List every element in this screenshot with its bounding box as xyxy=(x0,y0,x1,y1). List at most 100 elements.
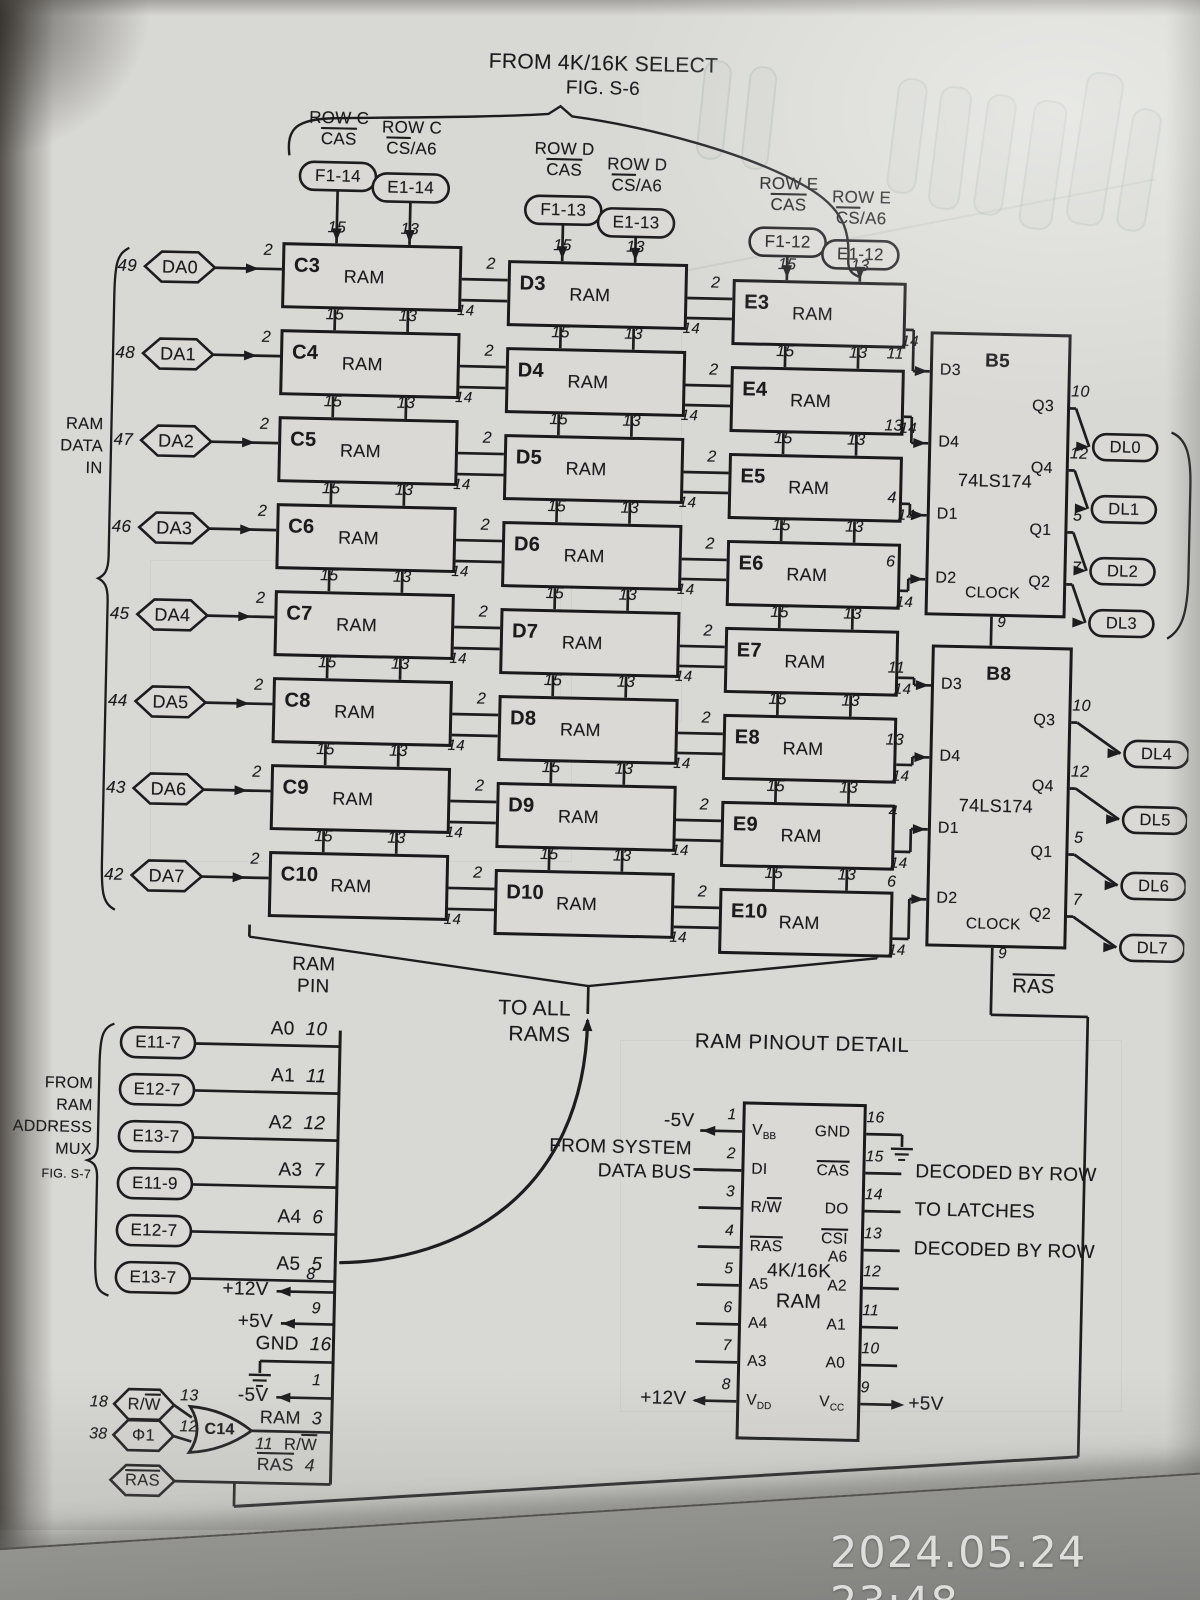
connector-pin-number: 42 xyxy=(103,864,124,884)
wire-pin-number: 13 xyxy=(848,344,868,362)
wire-pin-number: 15 xyxy=(317,654,337,672)
wire-pin-number: 4 xyxy=(887,489,897,507)
wire-pin-number: 2 xyxy=(261,328,272,346)
select-tag-F1-12: F1-12 xyxy=(764,231,811,252)
wire-pin-number: 15 xyxy=(773,429,793,448)
wire-pin-number: 12 xyxy=(1069,445,1089,463)
wire-pin-number: 15 xyxy=(549,411,569,429)
wire-pin-number: 2 xyxy=(705,535,715,553)
wire-pin-number: 14 xyxy=(897,506,916,525)
pinout-pin-number: 11 xyxy=(862,1302,880,1320)
text-part: A2 xyxy=(268,1112,293,1134)
wire-pin-number: 13 xyxy=(885,731,905,749)
pinout-pin-number: 16 xyxy=(866,1109,885,1127)
ram-chip-id: D9 xyxy=(508,794,535,817)
text-part: A0 xyxy=(270,1018,295,1040)
wire-pin-number: 14 xyxy=(676,580,695,599)
dl-output-tag-DL7: DL7 xyxy=(1136,938,1169,958)
text-part: 7 xyxy=(313,1160,325,1182)
wire-pin-number: 13 xyxy=(614,760,634,778)
latch-output-label: Q4 xyxy=(1030,459,1053,478)
pinout-pin-number: 13 xyxy=(863,1225,883,1243)
ram-chip-id: D10 xyxy=(506,881,545,905)
ras-input-tag: RAS xyxy=(110,1465,175,1496)
ram-chip-id: C4 xyxy=(291,341,319,364)
pinout-pin-label: VCC xyxy=(758,1392,844,1414)
pinout-pin-number: 12 xyxy=(863,1263,882,1281)
text-part: 11 xyxy=(255,1434,274,1454)
wire-pin-number: 14 xyxy=(443,910,462,929)
wire-pin-number: 14 xyxy=(888,941,906,959)
wire-pin-number: 13 xyxy=(845,518,864,536)
latch-input-label: D1 xyxy=(937,819,960,838)
wire-pin-number: 6 xyxy=(885,553,896,571)
wire-pin-number: 1 xyxy=(311,1372,322,1390)
ram-chip-type: RAM xyxy=(784,651,826,673)
ram-pin-bus-title: PIN xyxy=(296,975,330,998)
data-input-tag-DA6: DA6 xyxy=(150,778,187,800)
wire-pin-number: 15 xyxy=(770,603,789,622)
wire-pin-number: 13 xyxy=(390,655,410,674)
ram-chip-id: E3 xyxy=(744,291,770,314)
wire-pin-number: 9 xyxy=(311,1300,322,1318)
dl-output-tag-DL2: DL2 xyxy=(1106,562,1139,581)
wire-pin-number: 15 xyxy=(314,828,333,846)
wire-pin-number: 14 xyxy=(889,854,908,872)
text-part: CAS xyxy=(816,1162,850,1180)
wire-pin-number: 6 xyxy=(886,873,897,891)
camera-timestamp: 2024.05.24 23:48 xyxy=(830,1528,1087,1600)
dl-output-tag-DL6: DL6 xyxy=(1137,877,1170,896)
wire-pin-number: 2 xyxy=(710,274,721,292)
address-tag-E12-7-4: E12-7 xyxy=(130,1220,178,1241)
text-part: 6 xyxy=(312,1207,324,1229)
select-tag-F1-13: F1-13 xyxy=(540,199,587,220)
select-row-label: ROW D xyxy=(607,154,668,175)
wire-pin-number: 14 xyxy=(678,493,697,512)
text-part: DO xyxy=(824,1200,849,1218)
select-tag-F1-14: F1-14 xyxy=(314,165,362,186)
wire-pin-number: 14 xyxy=(682,319,701,338)
wire-pin-number: 14 xyxy=(453,475,471,494)
data-input-tag-DA0: DA0 xyxy=(161,256,199,278)
text-part: 10 xyxy=(305,1018,328,1041)
dl-output-tag-DL4: DL4 xyxy=(1140,745,1173,764)
wire-pin-number: 15 xyxy=(319,567,339,585)
latch-input-label: D1 xyxy=(936,505,958,523)
ram-chip-type: RAM xyxy=(339,440,382,462)
text-part: V xyxy=(746,1391,758,1409)
latch-output-label: Q1 xyxy=(1030,843,1053,862)
text-part: 11 xyxy=(305,1065,327,1088)
address-tag-E12-7-1: E12-7 xyxy=(133,1079,181,1100)
pinout-decoded-row-label: DECODED BY ROW xyxy=(913,1238,1096,1264)
ram-chip-type: RAM xyxy=(782,738,824,760)
wire-pin-number: 11 xyxy=(887,659,906,677)
wire-pin-number: 2 xyxy=(709,361,719,379)
wire-pin-number: 15 xyxy=(543,671,563,690)
pinout-neg5v-label: -5V xyxy=(663,1109,695,1132)
wire-pin-number: 14 xyxy=(447,736,466,755)
wire-pin-number: 14 xyxy=(445,823,464,842)
wire-pin-number: 5 xyxy=(1072,507,1083,525)
text-part: A1 xyxy=(826,1316,847,1334)
pinout-pin-label: GND xyxy=(764,1122,851,1141)
power-label: +12V xyxy=(222,1278,269,1301)
pinout-pin-number: 6 xyxy=(723,1299,733,1317)
wire-pin-number: 13 xyxy=(841,692,861,710)
wire-pin-number: 15 xyxy=(775,342,795,361)
dl-output-tag-DL5: DL5 xyxy=(1139,811,1171,830)
ram-pin-bus-title: RAM xyxy=(291,953,336,976)
select-tag-E1-13: E1-13 xyxy=(612,212,660,233)
data-input-tag-DA7: DA7 xyxy=(148,865,185,887)
wire-pin-number: 14 xyxy=(680,406,699,425)
text-part: V xyxy=(819,1393,831,1411)
wire-pin-number: 7 xyxy=(1072,891,1083,909)
ram-chip-type: RAM xyxy=(557,806,600,828)
wire-pin-number: 13 xyxy=(884,417,904,435)
pinout-pin-label: A0 xyxy=(759,1353,845,1372)
data-input-tag-DA4: DA4 xyxy=(154,604,191,626)
connector-pin-number: 45 xyxy=(109,603,130,623)
